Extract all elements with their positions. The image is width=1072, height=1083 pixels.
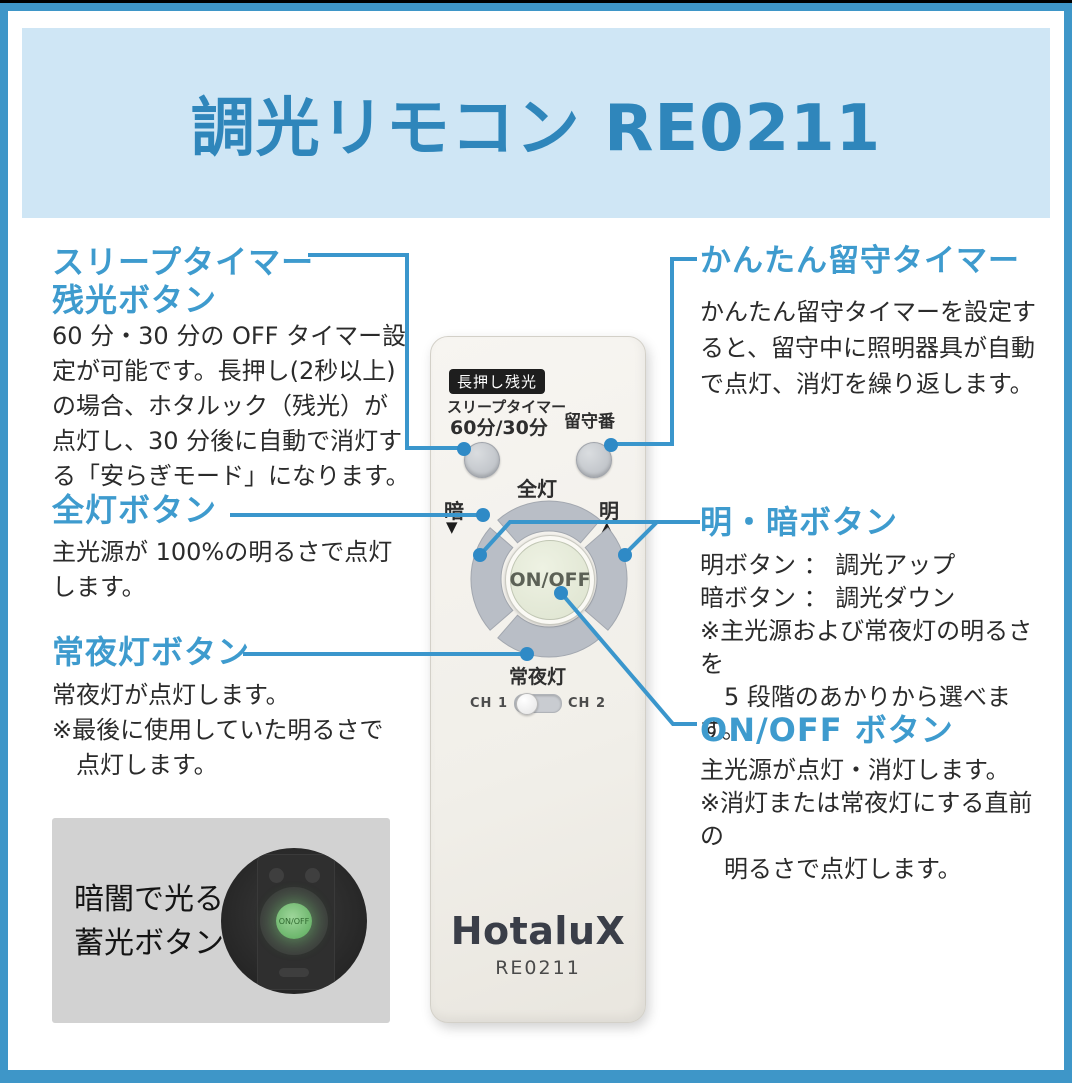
page-frame: 調光リモコン RE0211 スリープタイマー 残光ボタン 60 分・30 分の …: [0, 3, 1072, 1083]
sleep-timer-heading: スリープタイマー 残光ボタン: [52, 243, 315, 320]
joyato-label: 常夜灯: [509, 666, 567, 688]
meian-description: 明ボタン ： 調光アップ 暗ボタン ： 調光ダウン ※主光源および常夜灯の明るさ…: [700, 551, 1033, 744]
zento-label: 全灯: [517, 477, 557, 501]
model-label: RE0211: [495, 957, 581, 979]
page-title: 調光リモコン RE0211: [190, 92, 882, 166]
sleep-timer-description: 60 分・30 分の OFF タイマー設 定が可能です。長押し(2秒以上) の場…: [52, 322, 410, 490]
glow-onoff-button: ON/OFF: [276, 903, 312, 939]
ch2-label: CH 2: [568, 696, 606, 711]
channel-switch-knob: [516, 693, 538, 715]
down-triangle-icon: ▼: [446, 518, 458, 536]
zento-heading: 全灯ボタン: [52, 491, 218, 529]
title-banner: 調光リモコン RE0211: [22, 28, 1050, 218]
channel-switch-row: CH 1 CH 2: [431, 693, 645, 715]
sleep-timer-button: [464, 442, 500, 478]
zento-description: 主光源が 100%の明るさで点灯 します。: [52, 538, 393, 601]
meian-heading: 明・暗ボタン: [700, 503, 899, 541]
glow-caption: 暗闇で光る 蓄光ボタン: [74, 882, 224, 961]
channel-switch: [514, 693, 562, 715]
mini-channel-switch: [279, 968, 309, 977]
long-press-badge: 長押し残光: [449, 369, 546, 394]
ch1-label: CH 1: [470, 696, 508, 711]
remote-control: 長押し残光 スリープタイマー 60分/30分 留守番 全灯 暗 明 ▼ ▲ ON…: [430, 336, 646, 1023]
rusu-timer-description: かんたん留守タイマーを設定す ると、留守中に照明器具が自動 で点灯、消灯を繰り返…: [700, 298, 1036, 398]
rusu-timer-heading: かんたん留守タイマー: [700, 243, 1020, 279]
onoff-button: ON/OFF: [509, 540, 591, 620]
dark-label: 暗: [444, 499, 464, 523]
glow-dark-photo: ON/OFF: [221, 848, 367, 994]
onoff-heading: ON/OFF ボタン: [700, 711, 954, 749]
bright-label: 明: [599, 499, 619, 523]
sleep-timer-label: スリープタイマー: [447, 398, 567, 416]
mini-button: [305, 868, 320, 883]
onoff-description: 主光源が点灯・消灯します。 ※消灯または常夜灯にする直前の 明るさで点灯します。: [700, 756, 1033, 883]
rusuban-label: 留守番: [564, 412, 615, 432]
mini-button: [269, 868, 284, 883]
joyato-description: 常夜灯が点灯します。 ※最後に使用していた明るさで 点灯します。: [52, 681, 384, 779]
glow-feature-box: 暗闇で光る 蓄光ボタン ON/OFF: [52, 818, 390, 1023]
joyato-heading: 常夜灯ボタン: [52, 633, 251, 671]
sleep-timer-minutes-label: 60分/30分: [450, 417, 548, 439]
brand-logo: HotaluX: [450, 909, 626, 953]
rusuban-button: [576, 442, 612, 478]
